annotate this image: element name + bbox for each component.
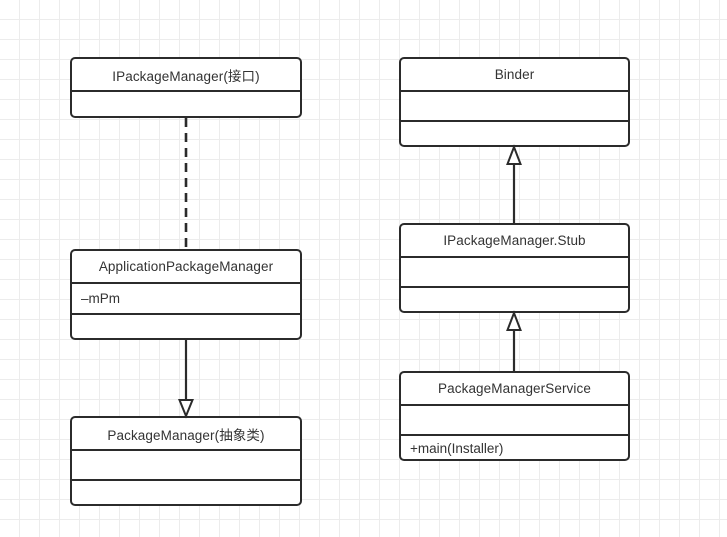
class-attributes-packagemanagerservice xyxy=(401,404,628,434)
class-title-binder: Binder xyxy=(494,67,535,82)
class-box-packagemanagerservice[interactable]: PackageManagerService +main(Installer) xyxy=(399,371,630,461)
class-operations-binder xyxy=(401,120,628,145)
connector-realization-apm-to-ipackagemanager[interactable] xyxy=(176,114,196,254)
connector-generalization-pms-to-stub[interactable] xyxy=(504,309,524,375)
class-attributes-binder xyxy=(401,90,628,120)
class-title-ipackagemanager: IPackageManager(接口) xyxy=(112,68,260,84)
class-operations-ipackagemanager-stub xyxy=(401,286,628,311)
class-attribute-mpm: –mPm xyxy=(72,282,300,313)
class-attributes-ipackagemanager-stub xyxy=(401,256,628,286)
class-title-ipackagemanager-stub: IPackageManager.Stub xyxy=(443,233,586,248)
class-box-binder[interactable]: Binder xyxy=(399,57,630,147)
class-title-packagemanagerservice: PackageManagerService xyxy=(438,381,591,396)
class-title-packagemanager: PackageManager(抽象类) xyxy=(107,427,265,443)
connector-generalization-stub-to-binder[interactable] xyxy=(504,143,524,227)
class-box-applicationpackagemanager[interactable]: ApplicationPackageManager –mPm xyxy=(70,249,302,340)
class-operation-main-installer: +main(Installer) xyxy=(401,434,628,459)
class-operations-applicationpackagemanager xyxy=(72,313,300,338)
class-box-ipackagemanager[interactable]: IPackageManager(接口) xyxy=(70,57,302,118)
class-attributes-ipackagemanager xyxy=(72,90,300,116)
connector-generalization-apm-to-packagemanager[interactable] xyxy=(176,336,196,420)
class-box-ipackagemanager-stub[interactable]: IPackageManager.Stub xyxy=(399,223,630,313)
class-box-packagemanager[interactable]: PackageManager(抽象类) xyxy=(70,416,302,506)
class-attributes-packagemanager xyxy=(72,449,300,479)
class-title-applicationpackagemanager: ApplicationPackageManager xyxy=(98,259,274,274)
class-operations-packagemanager xyxy=(72,479,300,504)
